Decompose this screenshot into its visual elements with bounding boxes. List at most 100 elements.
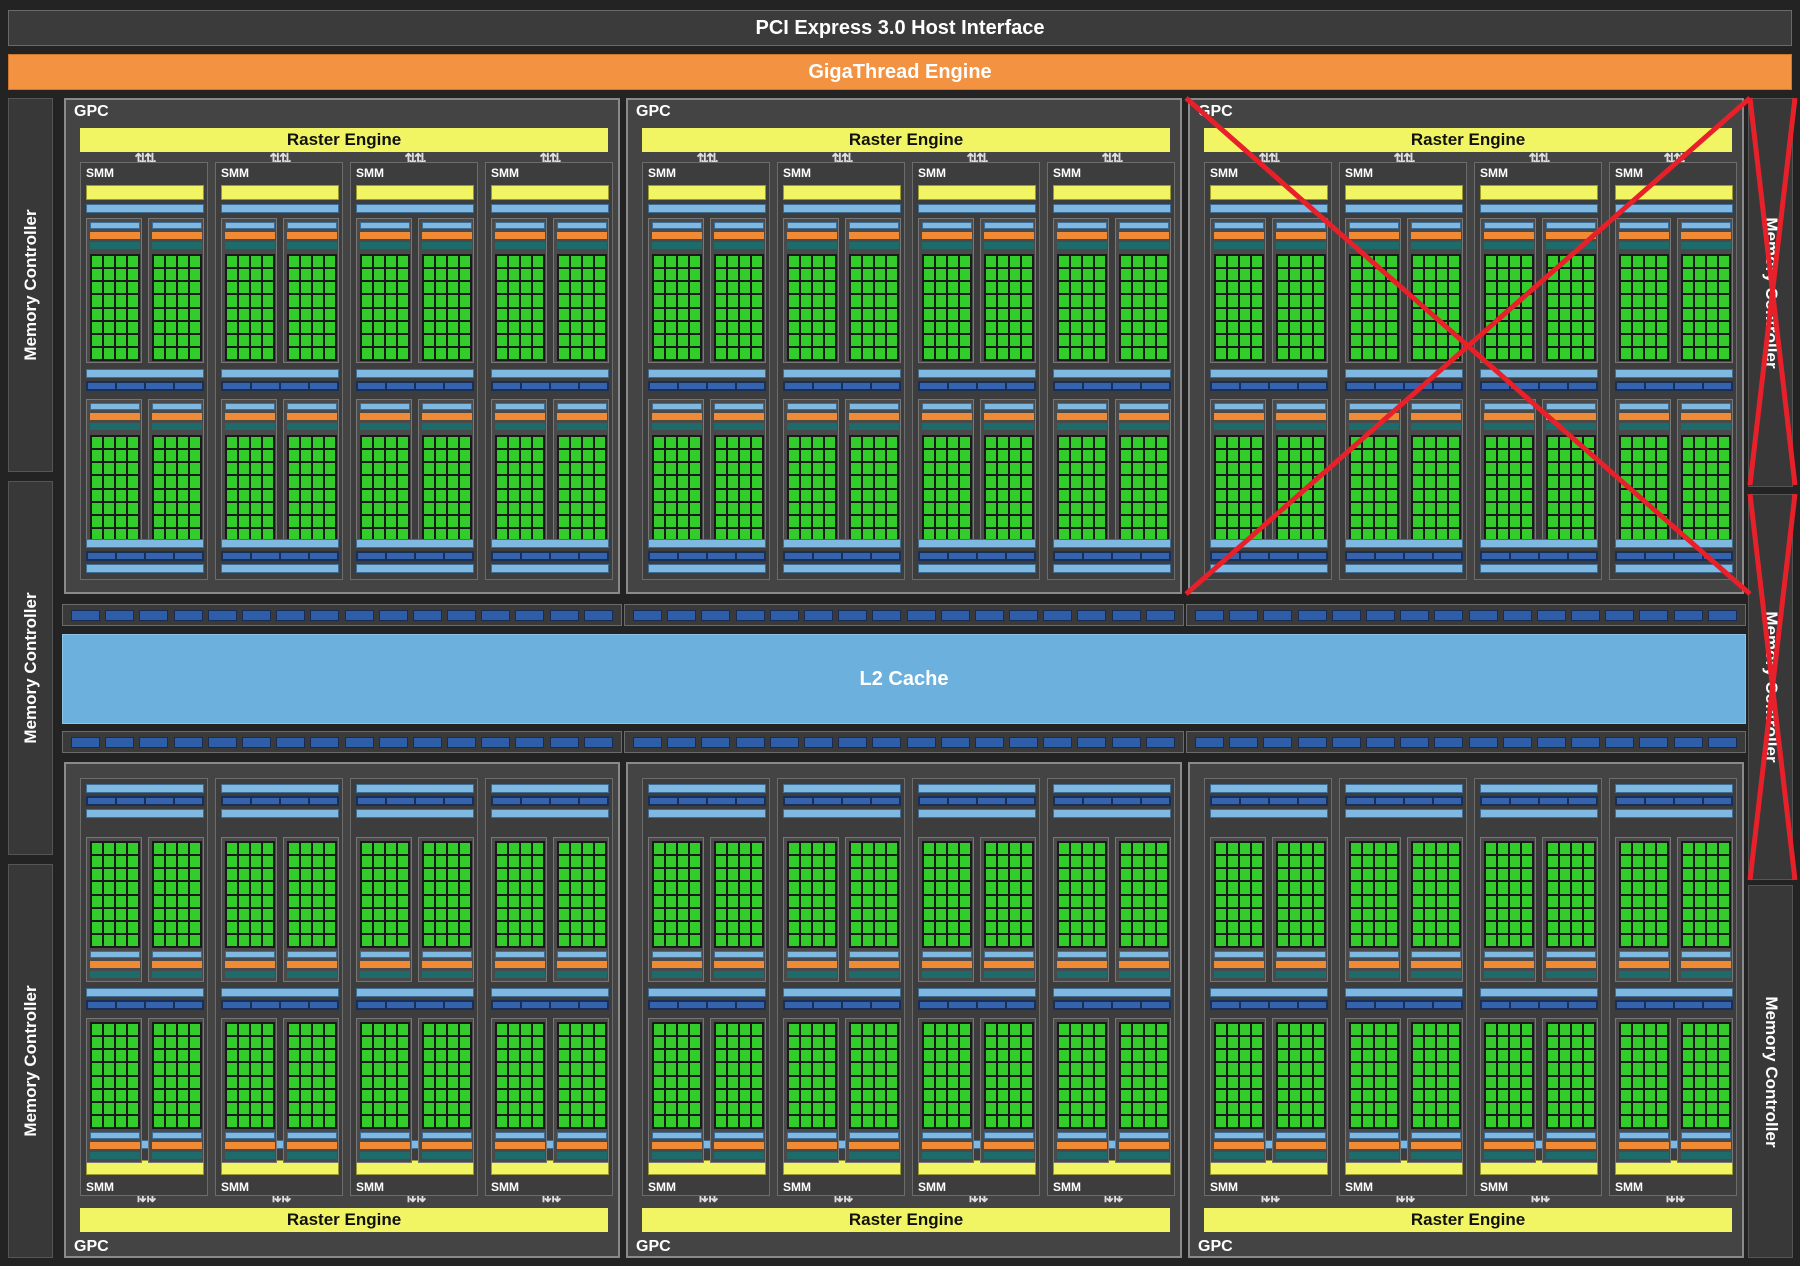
cuda-core xyxy=(1059,321,1069,333)
cuda-core xyxy=(1145,1076,1155,1088)
cuda-core xyxy=(460,528,470,540)
cuda-core xyxy=(1095,1024,1105,1036)
cuda-core xyxy=(227,908,237,920)
cuda-core xyxy=(583,269,593,281)
cuda-core xyxy=(1228,1063,1238,1075)
cuda-core xyxy=(1633,895,1643,907)
cuda-core xyxy=(1645,463,1655,475)
polymorph-band xyxy=(86,809,204,818)
processing-block xyxy=(710,1018,766,1163)
load-store-band xyxy=(1345,1000,1463,1010)
cuda-core xyxy=(1560,1089,1570,1101)
cuda-core xyxy=(1645,295,1655,307)
warp-scheduler xyxy=(922,1132,972,1139)
texture-unit-band xyxy=(1210,369,1328,378)
cuda-core xyxy=(263,1089,273,1101)
cuda-core xyxy=(1351,437,1361,449)
warp-scheduler xyxy=(652,1132,702,1139)
texture-unit xyxy=(416,553,443,559)
cuda-core xyxy=(1314,476,1324,488)
cuda-core xyxy=(178,1115,188,1127)
register-file xyxy=(1484,423,1534,430)
texture-unit xyxy=(175,553,202,559)
cuda-core xyxy=(263,308,273,320)
cuda-core xyxy=(728,1115,738,1127)
cuda-core xyxy=(448,476,458,488)
smm-block: SMM xyxy=(350,162,478,580)
cuda-core xyxy=(362,295,372,307)
cuda-core xyxy=(424,1115,434,1127)
cuda-core xyxy=(1621,476,1631,488)
cuda-core xyxy=(583,1089,593,1101)
cuda-core-array xyxy=(422,435,472,542)
warp-scheduler xyxy=(360,222,410,229)
dispatch-unit xyxy=(152,1142,202,1149)
cuda-core xyxy=(1621,450,1631,462)
cuda-core xyxy=(1010,1115,1020,1127)
cuda-core xyxy=(116,1102,126,1114)
cuda-core xyxy=(1010,1102,1020,1114)
cuda-core xyxy=(813,1024,823,1036)
load-store-unit xyxy=(872,1002,899,1008)
cuda-core xyxy=(728,1050,738,1062)
cuda-core xyxy=(1449,308,1459,320)
cuda-core xyxy=(190,528,200,540)
register-file xyxy=(495,971,545,978)
cuda-core xyxy=(1645,334,1655,346)
cuda-core xyxy=(1645,515,1655,527)
load-store-unit xyxy=(1704,1002,1731,1008)
cuda-core xyxy=(313,1037,323,1049)
cuda-core xyxy=(325,528,335,540)
cuda-core xyxy=(92,1050,102,1062)
cuda-core xyxy=(678,908,688,920)
cuda-core-array xyxy=(714,1022,764,1129)
cuda-core xyxy=(1145,256,1155,268)
cuda-core xyxy=(801,934,811,946)
warp-scheduler xyxy=(1057,222,1107,229)
cuda-core xyxy=(362,1089,372,1101)
cuda-core xyxy=(1083,256,1093,268)
cuda-core xyxy=(752,1102,762,1114)
cuda-core xyxy=(251,528,261,540)
load-store-band xyxy=(491,381,609,391)
cuda-core xyxy=(789,1063,799,1075)
cuda-core xyxy=(1157,463,1167,475)
cuda-core xyxy=(1252,1115,1262,1127)
cuda-core xyxy=(1548,476,1558,488)
cuda-core xyxy=(374,843,384,855)
cuda-core xyxy=(509,1089,519,1101)
cuda-core xyxy=(460,1115,470,1127)
cuda-core xyxy=(1707,308,1717,320)
cuda-core xyxy=(1022,256,1032,268)
cuda-core xyxy=(936,1115,946,1127)
cuda-core xyxy=(154,295,164,307)
cuda-core xyxy=(1387,269,1397,281)
cuda-core xyxy=(1363,321,1373,333)
cuda-core xyxy=(1498,295,1508,307)
cuda-core xyxy=(1413,1076,1423,1088)
cuda-core xyxy=(583,489,593,501)
cuda-core xyxy=(424,869,434,881)
cuda-core xyxy=(1071,269,1081,281)
cuda-core xyxy=(813,308,823,320)
cuda-core xyxy=(740,334,750,346)
cuda-core-array xyxy=(422,841,472,948)
cuda-core xyxy=(1657,515,1667,527)
cuda-core xyxy=(1314,282,1324,294)
cuda-core xyxy=(128,515,138,527)
cuda-core xyxy=(789,528,799,540)
cuda-core xyxy=(1083,308,1093,320)
cuda-core xyxy=(1083,347,1093,359)
dispatch-unit xyxy=(225,413,275,420)
cuda-core xyxy=(398,1024,408,1036)
cuda-core xyxy=(263,882,273,894)
cuda-core xyxy=(190,502,200,514)
cuda-core xyxy=(251,308,261,320)
cuda-core xyxy=(924,502,934,514)
cuda-core xyxy=(289,1089,299,1101)
cuda-core xyxy=(128,256,138,268)
crossbar-tile xyxy=(1009,609,1039,621)
cuda-core xyxy=(1584,515,1594,527)
cuda-core xyxy=(1522,1089,1532,1101)
texture-unit xyxy=(978,553,1005,559)
